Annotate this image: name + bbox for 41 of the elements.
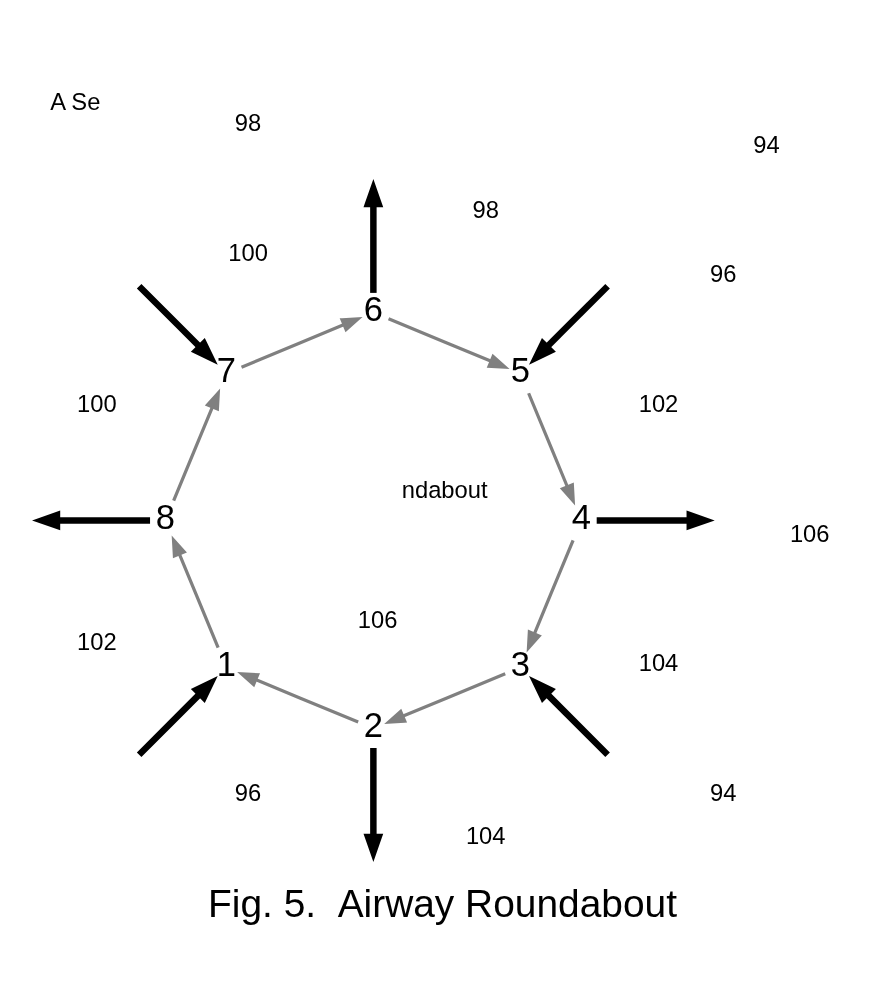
- label: 106: [789, 519, 830, 547]
- arrow: [237, 671, 359, 724]
- node-text: 7: [216, 350, 236, 389]
- node-text: 6: [363, 289, 383, 328]
- label: 98: [472, 195, 499, 223]
- arrow: [384, 671, 506, 724]
- arrow: [136, 283, 218, 365]
- arrow: [527, 392, 576, 505]
- label: 94: [710, 778, 737, 806]
- arrow: [172, 387, 221, 501]
- label: 102: [77, 627, 117, 655]
- label: 96: [234, 778, 262, 806]
- arrow: [32, 510, 151, 530]
- arrow: [363, 747, 384, 862]
- label: 104: [465, 821, 506, 849]
- label: 96: [710, 259, 737, 287]
- node-text: 1: [216, 644, 236, 683]
- label: 104: [638, 648, 679, 676]
- node-text: 2: [363, 705, 383, 744]
- arrow: [171, 534, 220, 648]
- label: 100: [228, 238, 268, 266]
- label: 102: [638, 389, 679, 417]
- node-text: 3: [510, 644, 531, 683]
- arrow: [387, 316, 510, 369]
- label: A Se: [50, 87, 101, 115]
- label: 100: [77, 389, 117, 417]
- label: 94: [753, 130, 780, 158]
- arrow: [526, 539, 575, 652]
- label: ndabout: [401, 475, 488, 503]
- node-text: 8: [155, 497, 176, 536]
- arrow: [240, 316, 363, 369]
- arrow: [596, 510, 715, 530]
- label: 106: [357, 605, 398, 633]
- node-text: 4: [571, 497, 591, 536]
- caption: Fig. 5. Airway Roundabout: [208, 881, 677, 925]
- label: 98: [234, 108, 262, 136]
- node-text: 5: [510, 350, 531, 389]
- arrow: [529, 283, 610, 365]
- arrow: [363, 178, 384, 293]
- arrow: [136, 675, 218, 757]
- arrow: [529, 675, 610, 757]
